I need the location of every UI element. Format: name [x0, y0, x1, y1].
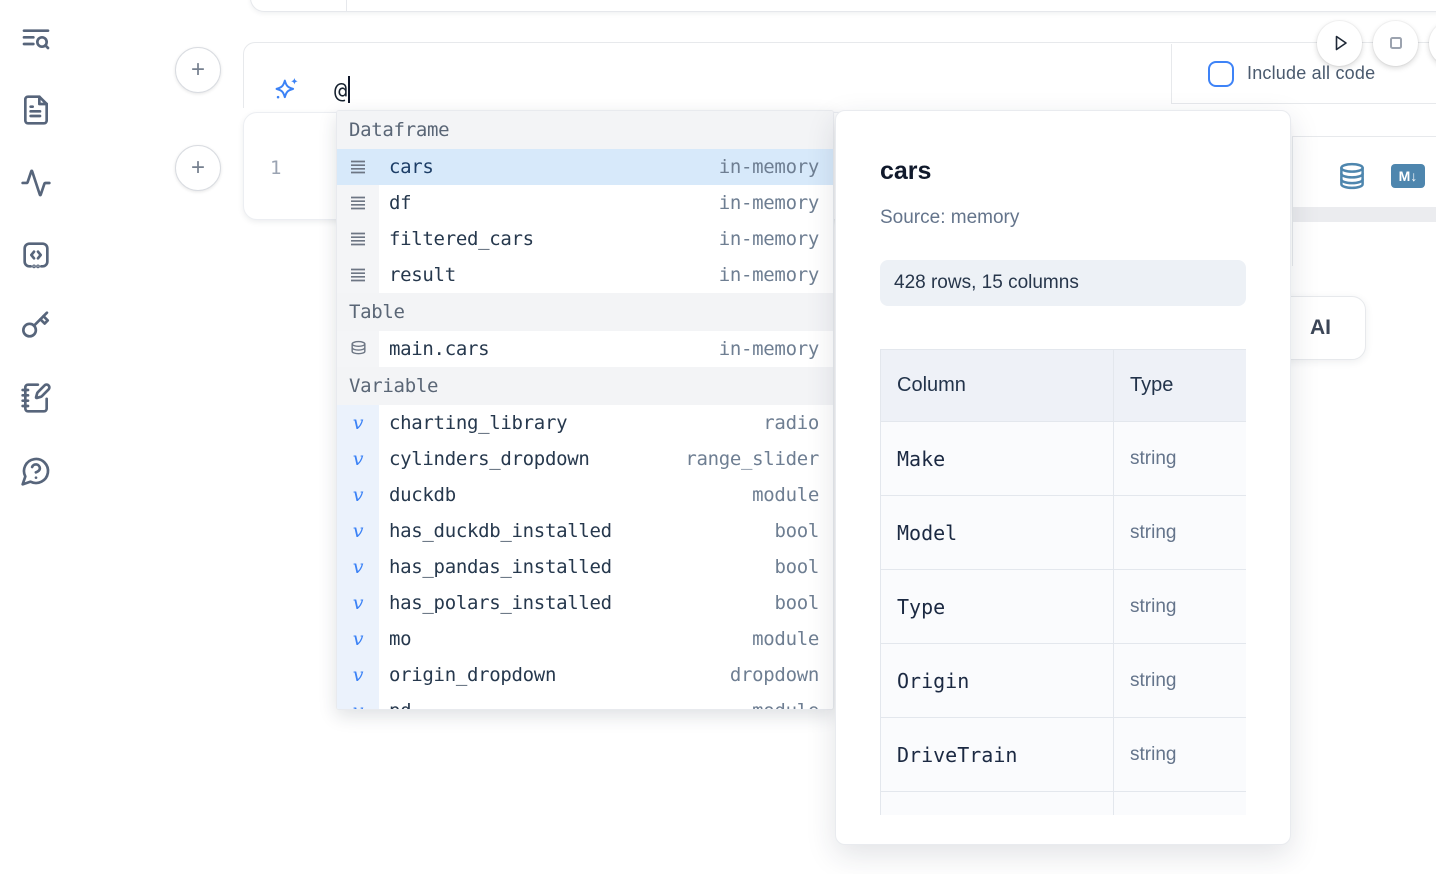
previous-cell-remnant [250, 0, 1436, 12]
file-icon [20, 95, 52, 129]
schema-header-column: Column [880, 349, 1114, 422]
autocomplete-item-main-cars[interactable]: main.cars in-memory [337, 331, 833, 367]
table-row: Origin string [880, 643, 1246, 718]
autocomplete-item-df[interactable]: df in-memory [337, 185, 833, 221]
include-all-code-checkbox[interactable] [1208, 60, 1234, 87]
schema-table: Column Type Make string Model string Typ… [880, 349, 1246, 815]
stop-icon [1384, 37, 1408, 58]
rows-icon [337, 221, 379, 257]
autocomplete-item-has-polars-installed[interactable]: v has_polars_installed bool [337, 585, 833, 621]
autocomplete-section-dataframe: Dataframe [337, 111, 833, 149]
database-icon[interactable] [1337, 161, 1367, 191]
preview-source: Source: memory [880, 207, 1020, 228]
rows-icon [337, 185, 379, 221]
add-cell-button-top[interactable]: + [175, 47, 221, 93]
variable-icon: v [337, 693, 379, 709]
autocomplete-item-filtered-cars[interactable]: filtered_cars in-memory [337, 221, 833, 257]
key-icon [20, 311, 52, 344]
remnant-divider [346, 0, 347, 12]
cell-actions-panel: M↓ [1292, 136, 1436, 266]
clipped-circle-button[interactable] [1429, 21, 1436, 66]
console-strip [1293, 207, 1436, 222]
include-all-code-label: Include all code [1247, 63, 1376, 83]
ai-prompt-input[interactable]: @ [334, 76, 351, 104]
autocomplete-item-has-pandas-installed[interactable]: v has_pandas_installed bool [337, 549, 833, 585]
autocomplete-section-variable: Variable [337, 367, 833, 405]
autocomplete-item-mo[interactable]: v mo module [337, 621, 833, 657]
autocomplete-item-charting-library[interactable]: v charting_library radio [337, 405, 833, 441]
sidebar-item-scratchpad[interactable] [20, 382, 52, 414]
table-row: Make string [880, 421, 1246, 496]
variable-icon: v [337, 441, 379, 477]
activity-icon [20, 169, 52, 202]
sidebar-item-search[interactable] [20, 24, 52, 56]
rows-icon [337, 257, 379, 293]
variable-icon: v [337, 585, 379, 621]
sidebar [0, 0, 72, 874]
sparkles-icon [272, 75, 300, 103]
table-row: Model string [880, 495, 1246, 570]
ai-prompt-bar: @ Include all code [243, 42, 1436, 108]
run-cell-button[interactable] [1317, 21, 1362, 66]
variable-icon: v [337, 549, 379, 585]
variable-icon: v [337, 477, 379, 513]
sidebar-item-tracebacks[interactable] [20, 167, 52, 199]
table-row: Type string [880, 569, 1246, 644]
preview-shape-badge: 428 rows, 15 columns [880, 260, 1246, 306]
autocomplete-item-cylinders-dropdown[interactable]: v cylinders_dropdown range_slider [337, 441, 833, 477]
add-cell-button-bottom[interactable]: + [175, 145, 221, 191]
schema-header-type: Type [1113, 349, 1246, 422]
help-circle-icon [20, 457, 52, 490]
line-number: 1 [270, 157, 282, 179]
rows-icon [337, 149, 379, 185]
sidebar-item-snippets[interactable] [20, 239, 52, 271]
dataframe-preview-panel: cars Source: memory 428 rows, 15 columns… [835, 110, 1291, 845]
preview-title: cars [880, 157, 932, 185]
sidebar-item-files[interactable] [20, 94, 52, 126]
text-search-icon [20, 29, 52, 59]
code-snippets-icon [20, 242, 52, 274]
play-icon [1328, 35, 1352, 58]
variable-icon: v [337, 513, 379, 549]
schema-table-wrapper: Column Type Make string Model string Typ… [880, 349, 1246, 815]
stop-cell-button[interactable] [1373, 21, 1418, 66]
autocomplete-item-cars[interactable]: cars in-memory [337, 149, 833, 185]
autocomplete-item-has-duckdb-installed[interactable]: v has_duckdb_installed bool [337, 513, 833, 549]
autocomplete-item-origin-dropdown[interactable]: v origin_dropdown dropdown [337, 657, 833, 693]
autocomplete-item-duckdb[interactable]: v duckdb module [337, 477, 833, 513]
autocomplete-item-result[interactable]: result in-memory [337, 257, 833, 293]
sidebar-item-help[interactable] [20, 455, 52, 487]
variable-icon: v [337, 621, 379, 657]
variable-icon: v [337, 657, 379, 693]
notebook-pen-icon [20, 383, 52, 417]
table-row: MSRP string [880, 791, 1246, 815]
include-all-code-group: Include all code [1171, 44, 1436, 104]
autocomplete-section-table: Table [337, 293, 833, 331]
database-icon [337, 331, 379, 367]
text-caret [348, 76, 351, 103]
mention-autocomplete-dropdown: Dataframe cars in-memory df in-memory fi… [336, 110, 834, 710]
variable-icon: v [337, 405, 379, 441]
sidebar-item-keys[interactable] [20, 309, 52, 341]
table-row: DriveTrain string [880, 717, 1246, 792]
autocomplete-item-pd[interactable]: v pd module [337, 693, 833, 709]
markdown-icon[interactable]: M↓ [1391, 164, 1425, 188]
